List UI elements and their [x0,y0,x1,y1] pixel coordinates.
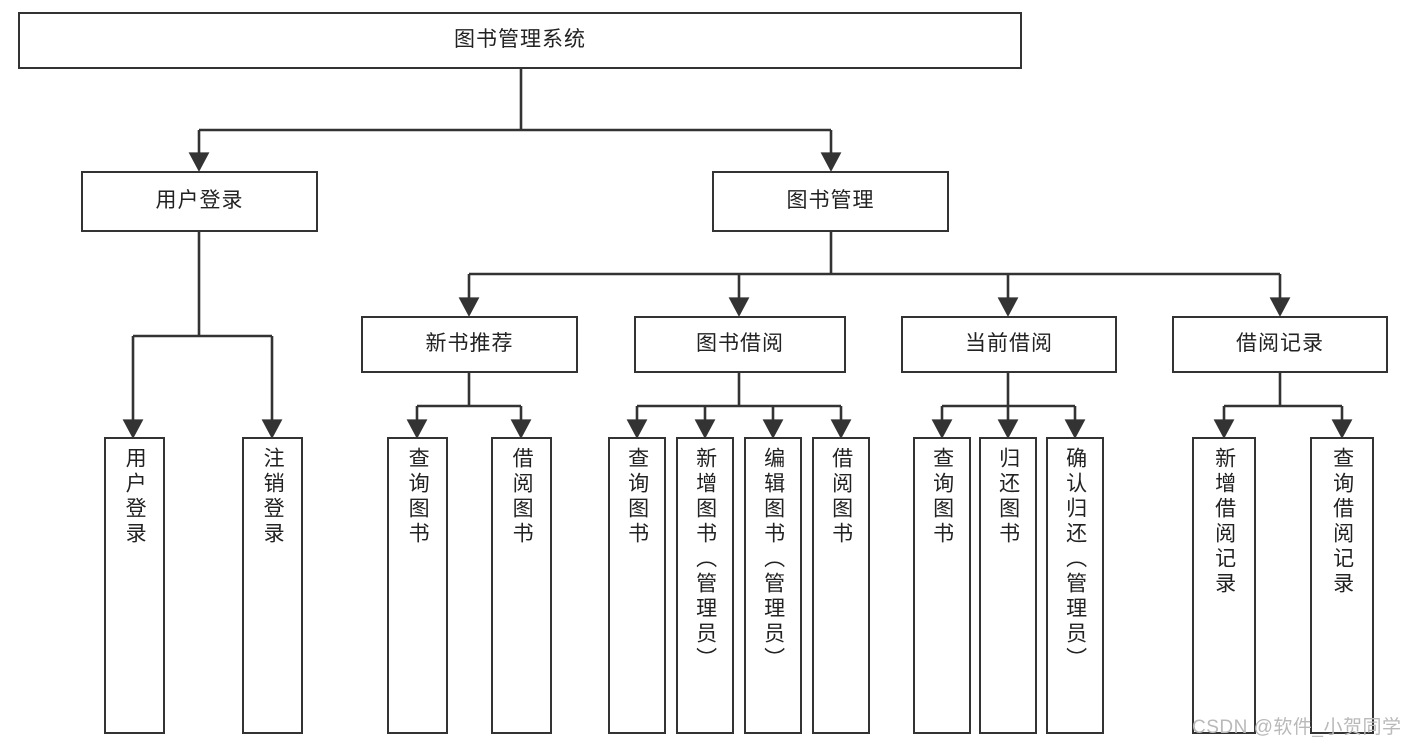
node-label: 查询图书 [625,447,649,547]
node-label: 借阅图书 [510,447,534,547]
node-label: 图书管理系统 [454,28,586,52]
leaf-return-book[interactable]: 归还图书 [979,437,1037,734]
leaf-edit-book-admin[interactable]: 编辑图书（管理员） [744,437,802,734]
node-label: 借阅图书 [829,447,853,547]
leaf-logout-login[interactable]: 注销登录 [242,437,303,734]
node-borrow-record[interactable]: 借阅记录 [1172,316,1388,373]
node-new-book-recommend[interactable]: 新书推荐 [361,316,578,373]
leaf-query-book-borrow[interactable]: 查询图书 [608,437,666,734]
leaf-confirm-return-admin[interactable]: 确认归还（管理员） [1046,437,1104,734]
node-label: 编辑图书（管理员） [761,447,785,672]
node-label: 确认归还（管理员） [1063,447,1087,672]
node-label: 图书管理 [786,189,875,213]
csdn-watermark: CSDN @软件_小贺同学 [1192,717,1402,738]
leaf-query-borrow-record[interactable]: 查询借阅记录 [1310,437,1374,734]
node-label: 图书借阅 [696,332,784,356]
node-label: 查询借阅记录 [1330,447,1354,597]
node-label: 注销登录 [261,447,285,547]
leaf-add-borrow-record[interactable]: 新增借阅记录 [1192,437,1256,734]
node-label: 查询图书 [406,447,430,547]
node-label: 用户登录 [123,447,147,547]
node-root-book-management-system[interactable]: 图书管理系统 [18,12,1022,69]
node-label: 新增图书（管理员） [693,447,717,672]
node-label: 当前借阅 [965,332,1053,356]
leaf-query-book-recommend[interactable]: 查询图书 [387,437,448,734]
node-label: 借阅记录 [1236,332,1324,356]
node-label: 新增借阅记录 [1212,447,1236,597]
node-current-borrow[interactable]: 当前借阅 [901,316,1117,373]
node-label: 查询图书 [930,447,954,547]
node-book-borrow[interactable]: 图书借阅 [634,316,846,373]
leaf-user-login[interactable]: 用户登录 [104,437,165,734]
leaf-borrow-book[interactable]: 借阅图书 [812,437,870,734]
node-label: 用户登录 [155,189,244,213]
node-label: 归还图书 [996,447,1020,547]
leaf-add-book-admin[interactable]: 新增图书（管理员） [676,437,734,734]
node-user-login[interactable]: 用户登录 [81,171,318,232]
node-book-management[interactable]: 图书管理 [712,171,949,232]
leaf-query-book-current[interactable]: 查询图书 [913,437,971,734]
leaf-borrow-book-recommend[interactable]: 借阅图书 [491,437,552,734]
node-label: 新书推荐 [425,332,514,356]
